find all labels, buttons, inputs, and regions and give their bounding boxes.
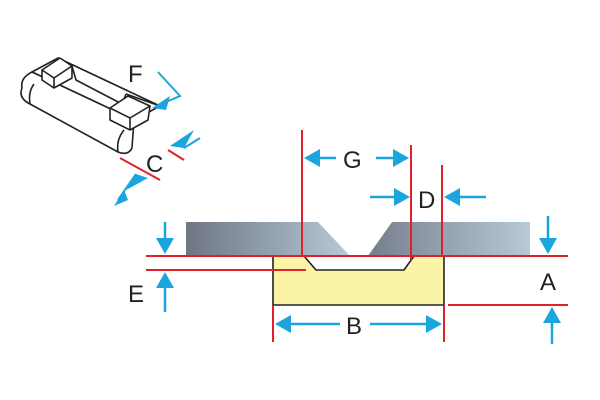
dimension-c <box>114 130 201 206</box>
label-c: C <box>146 151 163 178</box>
label-f: F <box>128 61 143 88</box>
c-extension-line-2 <box>167 149 185 161</box>
label-e: E <box>128 281 144 308</box>
f-leader-line <box>157 71 182 103</box>
c-extension-line-1 <box>119 157 161 181</box>
dimension-arrows <box>156 149 561 344</box>
backing-bar-isometric-sketch <box>20 57 161 155</box>
right-plate <box>368 222 530 256</box>
dimension-f <box>152 71 182 110</box>
f-arrow-icon <box>152 96 170 110</box>
g-arrow-right-icon <box>393 149 409 167</box>
a-arrow-down-icon <box>539 238 557 254</box>
extension-lines <box>146 130 568 342</box>
label-g: G <box>343 147 362 174</box>
d-arrow-left-icon <box>394 188 410 206</box>
left-plate <box>186 222 350 256</box>
a-arrow-up-icon <box>543 307 561 323</box>
g-arrow-left-icon <box>304 149 320 167</box>
b-arrow-right-icon <box>426 315 442 333</box>
label-d: D <box>418 187 435 214</box>
c-arrow-lower-icon <box>126 174 148 190</box>
b-arrow-left-icon <box>275 315 291 333</box>
e-arrow-down-icon <box>156 238 174 254</box>
label-b: B <box>346 313 362 340</box>
c-arrow-upper-icon <box>170 130 194 148</box>
e-arrow-up-icon <box>156 272 174 288</box>
d-arrow-right-icon <box>444 188 460 206</box>
label-a: A <box>540 269 556 296</box>
backing-bar-section <box>272 255 445 306</box>
